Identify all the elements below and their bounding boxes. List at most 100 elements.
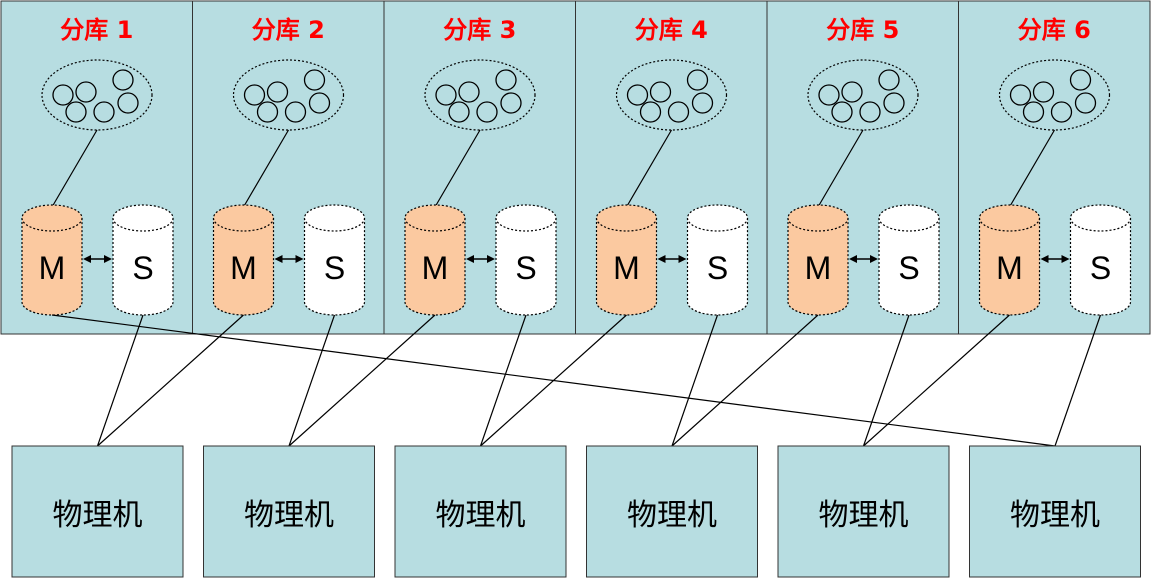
slave-db-label: S bbox=[132, 250, 153, 286]
deployment-line bbox=[288, 314, 436, 447]
table-circle-icon bbox=[500, 92, 522, 114]
table-circle-icon bbox=[831, 101, 853, 123]
slave-db: S bbox=[303, 204, 366, 316]
master-db-label: M bbox=[39, 250, 66, 286]
physical-machine: 物理机 bbox=[969, 445, 1141, 578]
table-circle-icon bbox=[65, 101, 87, 123]
deployment-line bbox=[862, 314, 910, 447]
table-circle-icon bbox=[495, 69, 517, 91]
table-circle-icon bbox=[256, 101, 279, 123]
table-circle-icon bbox=[1032, 81, 1055, 103]
table-circle-icon bbox=[691, 92, 714, 114]
physical-machine: 物理机 bbox=[394, 445, 567, 578]
master-db: M bbox=[787, 204, 849, 316]
master-db: M bbox=[978, 204, 1041, 316]
physical-machine: 物理机 bbox=[777, 445, 950, 578]
shard-title: 分库 4 bbox=[635, 16, 708, 44]
table-circle-icon bbox=[1069, 69, 1092, 91]
table-circle-icon bbox=[117, 92, 139, 114]
table-circle-icon bbox=[112, 69, 134, 91]
physical-machine: 物理机 bbox=[586, 445, 758, 578]
physical-machine-label: 物理机 bbox=[436, 498, 526, 533]
table-circle-icon bbox=[883, 92, 905, 114]
shard-panel: 分库 6 M S bbox=[958, 0, 1151, 335]
table-circle-icon bbox=[435, 84, 457, 106]
table-circle-icon bbox=[308, 92, 331, 114]
master-db-label: M bbox=[805, 250, 832, 286]
table-circle-icon bbox=[841, 81, 863, 103]
table-circle-icon bbox=[476, 101, 498, 123]
slave-db: S bbox=[878, 204, 940, 316]
table-circle-icon bbox=[458, 81, 480, 103]
master-db-label: M bbox=[230, 250, 257, 286]
shard-panel: 分库 1 M S bbox=[0, 0, 193, 335]
table-circle-icon bbox=[818, 84, 840, 106]
shard-title: 分库 5 bbox=[826, 16, 899, 44]
table-circle-icon bbox=[303, 69, 326, 91]
deployment-line bbox=[288, 314, 336, 447]
table-circle-icon bbox=[266, 81, 289, 103]
master-db: M bbox=[404, 204, 466, 316]
table-cluster-icon bbox=[41, 59, 153, 131]
shard-title: 分库 6 bbox=[1018, 16, 1091, 44]
slave-db-label: S bbox=[324, 250, 345, 286]
master-db-label: M bbox=[422, 250, 449, 286]
physical-machine-label: 物理机 bbox=[819, 498, 909, 533]
deployment-line bbox=[671, 314, 719, 447]
master-db: M bbox=[212, 204, 275, 316]
table-cluster-icon bbox=[998, 59, 1111, 131]
table-circle-icon bbox=[686, 69, 709, 91]
table-circle-icon bbox=[284, 101, 307, 123]
slave-db-label: S bbox=[707, 250, 728, 286]
table-cluster-icon bbox=[232, 59, 345, 131]
table-circle-icon bbox=[93, 101, 115, 123]
cluster-link-line bbox=[1008, 129, 1056, 208]
table-circle-icon bbox=[878, 69, 900, 91]
physical-machine: 物理机 bbox=[203, 445, 375, 578]
machines-layer: 物理机 物理机 物理机 物理机 物理机 物理机 bbox=[11, 445, 1141, 578]
cluster-link-line bbox=[434, 129, 481, 208]
table-circle-icon bbox=[859, 101, 881, 123]
physical-machine-label: 物理机 bbox=[53, 498, 143, 533]
physical-machine-box bbox=[969, 445, 1141, 578]
table-circle-icon bbox=[448, 101, 470, 123]
cluster-link-line bbox=[51, 129, 98, 208]
table-circle-icon bbox=[626, 84, 649, 106]
table-circle-icon bbox=[52, 84, 74, 106]
slave-db: S bbox=[1069, 204, 1132, 316]
physical-machine-label: 物理机 bbox=[244, 498, 334, 533]
table-circle-icon bbox=[243, 84, 266, 106]
table-circle-icon bbox=[667, 101, 690, 123]
slave-db: S bbox=[112, 204, 174, 316]
master-db: M bbox=[21, 204, 83, 316]
deployment-line bbox=[480, 314, 627, 447]
physical-machine-box bbox=[394, 445, 567, 578]
physical-machine-box bbox=[11, 445, 184, 578]
physical-machine: 物理机 bbox=[11, 445, 184, 578]
deployment-line bbox=[863, 314, 1010, 447]
master-db-label: M bbox=[996, 250, 1023, 286]
cluster-link-line bbox=[817, 129, 864, 208]
shard-title: 分库 3 bbox=[443, 16, 516, 44]
deployment-line bbox=[479, 314, 527, 447]
slave-db: S bbox=[686, 204, 749, 316]
physical-machine-label: 物理机 bbox=[627, 498, 717, 533]
connection-lines bbox=[51, 314, 1102, 447]
table-cluster-icon bbox=[807, 59, 919, 131]
shard-title: 分库 2 bbox=[252, 16, 325, 44]
physical-machine-box bbox=[777, 445, 950, 578]
cluster-link-line bbox=[242, 129, 290, 208]
shard-title: 分库 1 bbox=[60, 16, 133, 44]
table-circle-icon bbox=[1022, 101, 1045, 123]
slave-db-label: S bbox=[1090, 250, 1111, 286]
slave-db: S bbox=[495, 204, 557, 316]
shard-panel: 分库 5 M S bbox=[766, 0, 959, 335]
physical-machine-label: 物理机 bbox=[1010, 498, 1100, 533]
table-circle-icon bbox=[639, 101, 662, 123]
shard-panel: 分库 3 M S bbox=[383, 0, 576, 335]
table-circle-icon bbox=[649, 81, 672, 103]
table-cluster-icon bbox=[615, 59, 728, 131]
deployment-line bbox=[97, 314, 244, 447]
